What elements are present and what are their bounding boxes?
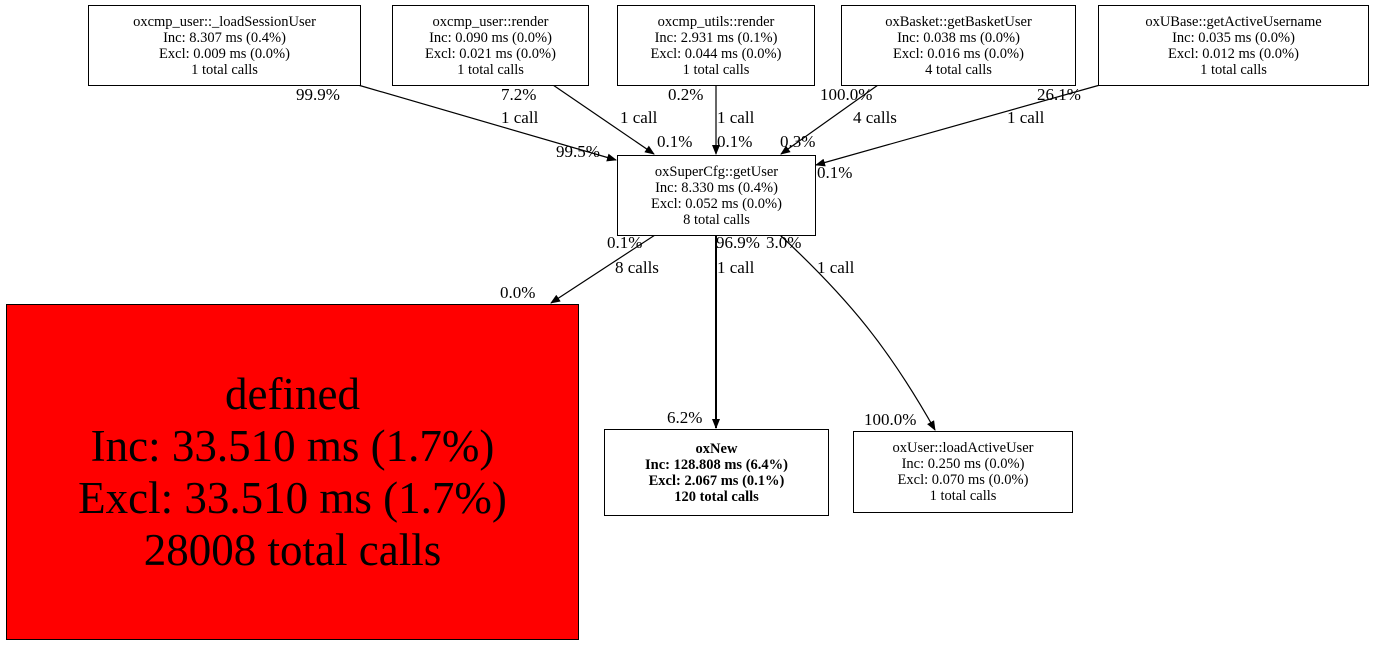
edge-e4 (780, 84, 879, 155)
edge-e1-from-pct: 99.9% (296, 85, 340, 104)
edge-e1 (357, 84, 617, 162)
node-active-username[interactable]: oxUBase::getActiveUsername Inc: 0.035 ms… (1098, 5, 1369, 86)
edge-e5-from-pct: 26.1% (1037, 85, 1081, 104)
node-user-render[interactable]: oxcmp_user::render Inc: 0.090 ms (0.0%) … (392, 5, 589, 86)
node-inc: Inc: 0.035 ms (0.0%) (1172, 29, 1295, 46)
node-excl: Excl: 0.021 ms (0.0%) (425, 45, 556, 62)
node-excl: Excl: 33.510 ms (1.7%) (78, 473, 507, 523)
node-name: oxcmp_user::_loadSessionUser (133, 13, 316, 30)
edge-e5-to-pct: 0.1% (817, 163, 853, 182)
node-calls: 8 total calls (683, 211, 750, 228)
edge-e1-calls: 1 call (501, 108, 539, 127)
edge-e7-from-pct: 96.9% (716, 233, 760, 252)
node-calls: 1 total calls (457, 61, 524, 78)
node-calls: 4 total calls (925, 61, 992, 78)
node-name: oxcmp_user::render (432, 13, 549, 30)
node-calls: 1 total calls (1200, 61, 1267, 78)
edge-e8-to-pct: 100.0% (864, 410, 917, 429)
node-basket-user[interactable]: oxBasket::getBasketUser Inc: 0.038 ms (0… (841, 5, 1076, 86)
edge-e6-to-pct: 0.0% (500, 283, 536, 302)
node-inc: Inc: 128.808 ms (6.4%) (645, 456, 788, 473)
edge-e1-to-pct: 99.5% (556, 142, 600, 161)
node-inc: Inc: 8.330 ms (0.4%) (655, 179, 778, 196)
edge-e5 (815, 84, 1101, 167)
edge-e2-to-pct: 0.1% (657, 132, 693, 151)
node-name: oxUser::loadActiveUser (892, 440, 1034, 456)
node-name: oxBasket::getBasketUser (885, 13, 1032, 30)
edge-e7-calls: 1 call (717, 258, 755, 277)
node-excl: Excl: 0.070 ms (0.0%) (897, 472, 1029, 488)
node-excl: Excl: 0.044 ms (0.0%) (650, 45, 782, 62)
node-name: oxUBase::getActiveUsername (1145, 13, 1322, 30)
edge-e8 (779, 234, 936, 431)
edge-e2 (552, 84, 655, 155)
node-get-user[interactable]: oxSuperCfg::getUser Inc: 8.330 ms (0.4%)… (617, 155, 816, 236)
node-utils-render[interactable]: oxcmp_utils::render Inc: 2.931 ms (0.1%)… (617, 5, 815, 86)
node-name: oxcmp_utils::render (657, 13, 775, 30)
node-name: defined (225, 369, 360, 419)
node-excl: Excl: 0.012 ms (0.0%) (1168, 45, 1299, 62)
edge-e7-to-pct: 6.2% (667, 408, 703, 427)
node-calls: 28008 total calls (143, 525, 442, 575)
node-excl: Excl: 0.016 ms (0.0%) (893, 45, 1024, 62)
edge-e2-calls: 1 call (620, 108, 658, 127)
node-load-active-user[interactable]: oxUser::loadActiveUser Inc: 0.250 ms (0.… (853, 431, 1073, 513)
edge-e4-from-pct: 100.0% (820, 85, 873, 104)
node-calls: 1 total calls (929, 488, 997, 504)
edge-e3-from-pct: 0.2% (668, 85, 704, 104)
edge-e8-calls: 1 call (817, 258, 855, 277)
node-inc: Inc: 2.931 ms (0.1%) (654, 29, 778, 46)
node-inc: Inc: 0.090 ms (0.0%) (429, 29, 552, 46)
node-inc: Inc: 33.510 ms (1.7%) (90, 421, 495, 471)
node-name: oxNew (695, 440, 738, 457)
node-inc: Inc: 8.307 ms (0.4%) (163, 29, 286, 46)
node-calls: 1 total calls (191, 61, 258, 78)
edge-e4-to-pct: 0.3% (780, 132, 816, 151)
edge-e4-calls: 4 calls (853, 108, 897, 127)
node-name: oxSuperCfg::getUser (654, 163, 779, 180)
node-calls: 120 total calls (674, 488, 759, 505)
edge-e3-calls: 1 call (717, 108, 755, 127)
node-load-session-user[interactable]: oxcmp_user::_loadSessionUser Inc: 8.307 … (88, 5, 361, 86)
edge-e5-calls: 1 call (1007, 108, 1045, 127)
edge-e3-to-pct: 0.1% (717, 132, 753, 151)
node-defined[interactable]: defined Inc: 33.510 ms (1.7%) Excl: 33.5… (6, 304, 579, 640)
node-oxnew[interactable]: oxNew Inc: 128.808 ms (6.4%) Excl: 2.067… (604, 429, 829, 516)
edge-e6 (550, 234, 656, 304)
edge-e8-from-pct: 3.0% (766, 233, 802, 252)
node-excl: Excl: 2.067 ms (0.1%) (648, 472, 785, 489)
edge-e6-calls: 8 calls (615, 258, 659, 277)
edge-e6-from-pct: 0.1% (607, 233, 643, 252)
node-calls: 1 total calls (682, 61, 750, 78)
node-inc: Inc: 0.250 ms (0.0%) (901, 456, 1025, 472)
node-excl: Excl: 0.009 ms (0.0%) (159, 45, 290, 62)
edge-e2-from-pct: 7.2% (501, 85, 537, 104)
node-inc: Inc: 0.038 ms (0.0%) (897, 29, 1020, 46)
node-excl: Excl: 0.052 ms (0.0%) (651, 195, 782, 212)
